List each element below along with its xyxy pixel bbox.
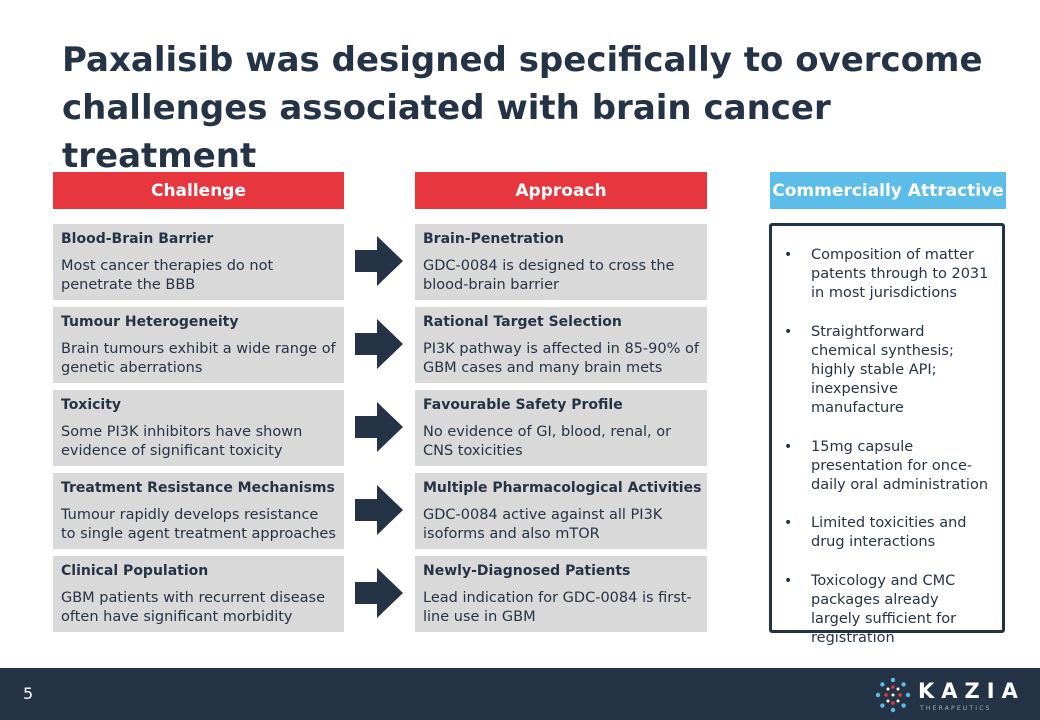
bullet-dot: • — [784, 323, 793, 340]
commercial-point: • Toxicology and CMC packages already lar… — [782, 572, 992, 649]
approach-text: No evidence of GI, blood, renal, or CNS … — [423, 424, 672, 459]
approach-text: GDC-0084 is designed to cross the blood-… — [423, 258, 675, 293]
challenge-text: Some PI3K inhibitors have shown evidence… — [61, 424, 303, 459]
commercial-header: Commercially Attractive — [770, 172, 1006, 209]
bullet-dot: • — [784, 572, 793, 589]
commercial-point: • Straightforward chemical synthesis; hig… — [782, 323, 992, 419]
approach-title: Rational Target Selection — [423, 314, 622, 330]
slide-title: Paxalisib was designed specifically to o… — [62, 40, 983, 176]
approach-text: GDC-0084 active against all PI3K isoform… — [423, 507, 663, 542]
challenge-text: GBM patients with recurrent disease ofte… — [61, 590, 325, 625]
commercial-point-text: Toxicology and CMC packages already larg… — [811, 572, 957, 647]
right-arrow-icon — [355, 236, 403, 286]
logo-tagline: THERAPEUTICS — [920, 705, 992, 712]
kazia-logo: KAZIA THERAPEUTICS — [874, 676, 1018, 714]
approach-title: Multiple Pharmacological Activities — [423, 480, 702, 496]
challenge-title: Tumour Heterogeneity — [61, 314, 239, 330]
commercial-point: • Composition of matter patents through t… — [782, 246, 992, 304]
challenge-text: Brain tumours exhibit a wide range of ge… — [61, 341, 336, 376]
commercial-point-text: Limited toxicities and drug interactions — [811, 515, 967, 551]
bullet-dot: • — [784, 438, 793, 455]
right-arrow-icon — [355, 319, 403, 369]
challenge-text: Tumour rapidly develops resistance to si… — [61, 507, 336, 542]
challenge-text: Most cancer therapies do not penetrate t… — [61, 258, 274, 293]
commercial-point-text: Composition of matter patents through to… — [811, 247, 989, 302]
bullet-dot: • — [784, 515, 793, 532]
commercial-point-text: Straightforward chemical synthesis; high… — [811, 323, 954, 417]
right-arrow-icon — [355, 402, 403, 452]
challenge-title: Blood-Brain Barrier — [61, 231, 214, 247]
approach-header: Approach — [415, 172, 707, 209]
page-number: 5 — [23, 684, 34, 703]
footer-bar: 5 — [0, 668, 1040, 720]
approach-cell: Favourable Safety Profile No evidence of … — [415, 390, 707, 466]
commercial-point-text: 15mg capsule presentation for once-daily… — [811, 438, 989, 494]
bullet-dot: • — [784, 247, 793, 263]
commercial-box: • Composition of matter patents through t… — [769, 223, 1005, 646]
challenge-header: Challenge — [53, 172, 344, 209]
kazia-dots-logo-icon — [875, 677, 911, 713]
approach-text: PI3K pathway is affected in 85-90% of GB… — [423, 341, 699, 376]
approach-title: Newly-Diagnosed Patients — [423, 563, 631, 579]
challenge-title: Clinical Population — [61, 563, 209, 579]
logo-wordmark: KAZIA — [918, 679, 1025, 703]
challenge-title: Toxicity — [61, 397, 122, 413]
commercial-point: • 15mg capsule presentation for once-dail… — [782, 438, 992, 496]
approach-title: Brain-Penetration — [423, 231, 564, 247]
approach-text: Lead indication for GDC-0084 is first-li… — [423, 590, 692, 625]
commercial-list: • Composition of matter patents through t… — [782, 246, 992, 648]
challenge-title: Treatment Resistance Mechanisms — [61, 480, 335, 496]
right-arrow-icon — [355, 568, 403, 618]
approach-title: Favourable Safety Profile — [423, 397, 623, 413]
right-arrow-icon — [355, 485, 403, 535]
commercial-point: • Limited toxicities and drug interaction… — [782, 514, 992, 552]
